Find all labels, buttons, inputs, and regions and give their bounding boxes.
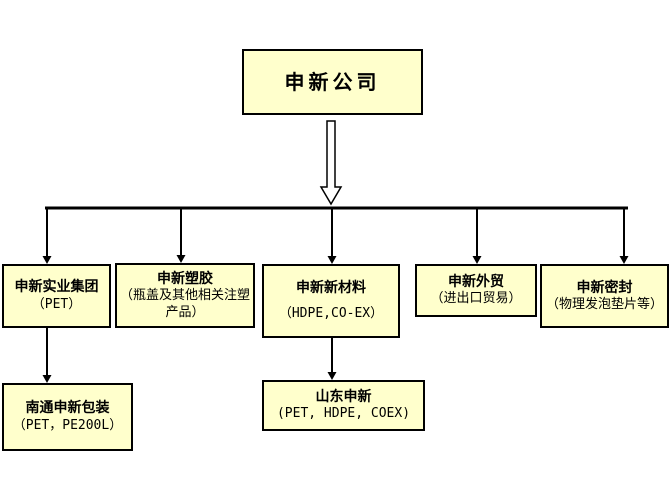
node-title: 南通申新包装	[25, 400, 110, 417]
node-title: 申新公司	[284, 70, 381, 94]
child-node-3: 申新新材料 （HDPE,CO-EX）	[262, 264, 400, 338]
node-title: 山东申新	[315, 389, 372, 406]
node-title: 申新外贸	[448, 274, 504, 291]
node-subtitle: (PET, HDPE, COEX)	[276, 406, 411, 422]
drop-arrow-child-5	[619, 207, 629, 264]
child-node-1: 申新实业集团 （PET）	[2, 264, 111, 328]
drop-arrow-child-1	[42, 207, 52, 264]
drop-arrow-child-3	[327, 207, 337, 264]
grandchild-node-2: 山东申新 (PET, HDPE, COEX)	[262, 380, 425, 431]
hollow-down-arrow	[319, 120, 343, 206]
node-title: 申新密封	[576, 279, 633, 296]
drop-arrow-child-2	[176, 207, 186, 263]
node-title: 申新实业集团	[14, 279, 99, 296]
child-node-2: 申新塑胶 （瓶盖及其他相关注塑产品）	[115, 263, 255, 328]
node-title: 申新塑胶	[157, 271, 213, 288]
node-title: 申新新材料	[296, 280, 366, 297]
node-subtitle: （PET）	[31, 297, 82, 313]
arrow-to-grandchild-1	[42, 328, 52, 383]
node-subtitle: （HDPE,CO-EX）	[278, 306, 384, 322]
root-node: 申新公司	[242, 49, 423, 115]
node-subtitle: （PET，PE200L）	[12, 418, 123, 434]
grandchild-node-1: 南通申新包装 （PET，PE200L）	[2, 383, 133, 451]
child-node-5: 申新密封 （物理发泡垫片等）	[540, 264, 669, 328]
node-subtitle: （物理发泡垫片等）	[545, 296, 663, 312]
drop-arrow-child-4	[472, 207, 482, 264]
node-subtitle: （瓶盖及其他相关注塑产品）	[119, 288, 250, 320]
child-node-4: 申新外贸 （进出口贸易）	[415, 264, 537, 317]
node-subtitle: （进出口贸易）	[430, 291, 522, 307]
arrow-to-grandchild-2	[327, 338, 337, 380]
